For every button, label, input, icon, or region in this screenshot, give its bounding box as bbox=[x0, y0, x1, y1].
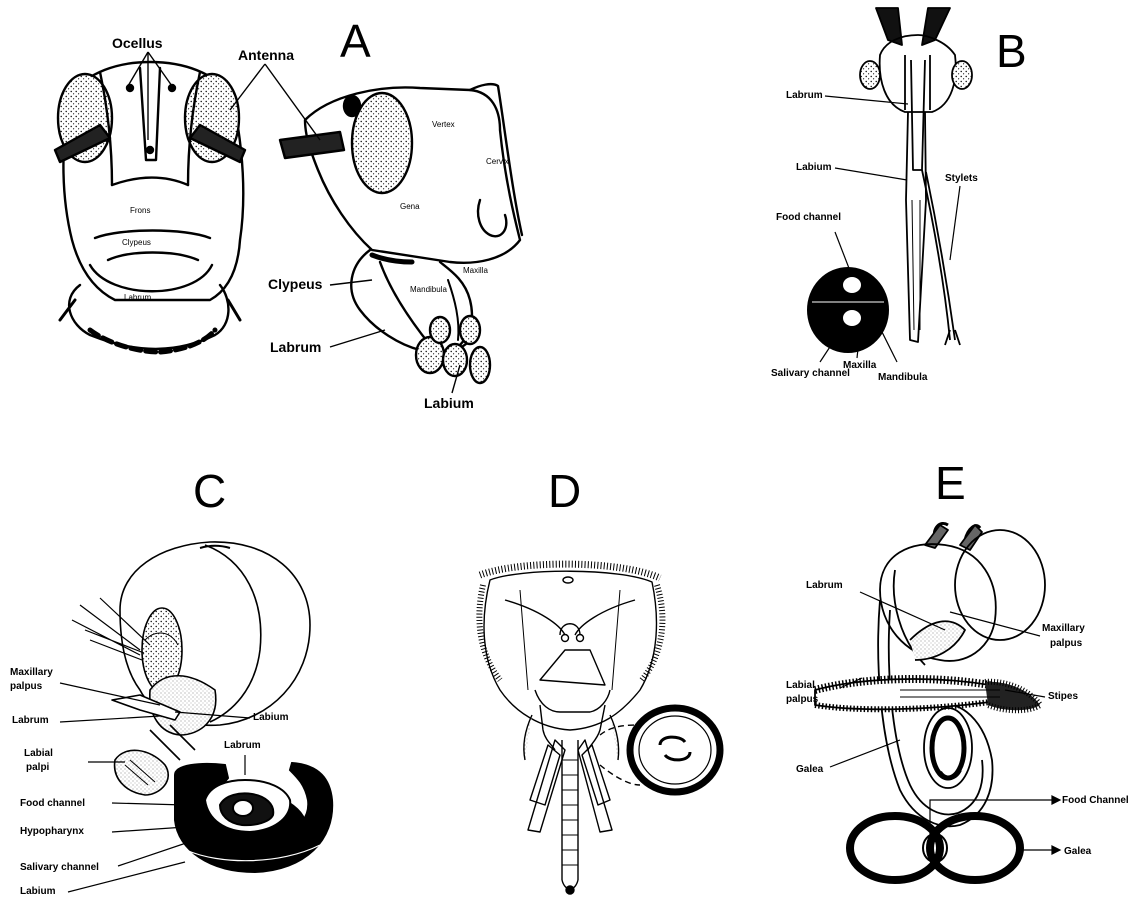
panel-e-galea-section bbox=[850, 816, 1020, 880]
panel-e-butterfly-head bbox=[815, 523, 1045, 826]
label-labrum: Labrum bbox=[270, 340, 321, 355]
label-clypeus-inner: Clypeus bbox=[122, 238, 151, 247]
label-b-labium: Labium bbox=[796, 162, 832, 173]
label-e-labial-palpus: palpus bbox=[786, 694, 818, 705]
label-clypeus: Clypeus bbox=[268, 277, 322, 292]
label-c-maxillary: Maxillary bbox=[10, 667, 53, 678]
label-c-labium-top: Labium bbox=[253, 712, 289, 723]
label-e-labial: Labial bbox=[786, 680, 815, 691]
label-labium: Labium bbox=[424, 396, 474, 411]
label-e-galea: Galea bbox=[796, 764, 823, 775]
label-c-palpi: palpi bbox=[26, 762, 49, 773]
label-frons: Frons bbox=[130, 206, 150, 215]
label-b-mandibula: Mandibula bbox=[878, 372, 927, 383]
label-c-hypopharynx: Hypopharynx bbox=[20, 826, 84, 837]
panel-letter-a: A bbox=[340, 18, 371, 64]
label-ocellus: Ocellus bbox=[112, 36, 163, 51]
label-b-labrum: Labrum bbox=[786, 90, 823, 101]
panel-letter-e: E bbox=[935, 460, 966, 506]
label-e-labrum: Labrum bbox=[806, 580, 843, 591]
label-antenna: Antenna bbox=[238, 48, 294, 63]
panel-letter-b: B bbox=[996, 28, 1027, 74]
label-e-maxillary-palpus: palpus bbox=[1050, 638, 1082, 649]
label-b-stylets: Stylets bbox=[945, 173, 978, 184]
label-labrum-inner: Labrum bbox=[124, 293, 151, 302]
panel-c-proboscis-section bbox=[175, 763, 332, 872]
label-mandibula: Mandibula bbox=[410, 285, 447, 294]
panel-letter-d: D bbox=[548, 468, 581, 514]
label-b-maxilla: Maxilla bbox=[843, 360, 876, 371]
label-maxilla: Maxilla bbox=[463, 266, 488, 275]
panel-c-mosquito-head bbox=[72, 542, 310, 795]
label-e-stipes: Stipes bbox=[1048, 691, 1078, 702]
panel-letter-c: C bbox=[193, 468, 226, 514]
label-c-palpus: palpus bbox=[10, 681, 42, 692]
label-c-food-channel: Food channel bbox=[20, 798, 85, 809]
label-e-food-channel: Food Channel bbox=[1062, 795, 1129, 806]
label-cervix: Cervix bbox=[486, 157, 509, 166]
label-c-labial: Labial bbox=[24, 748, 53, 759]
label-c-salivary-channel: Salivary channel bbox=[20, 862, 99, 873]
label-e-maxillary: Maxillary bbox=[1042, 623, 1085, 634]
panel-b-stylet-section bbox=[808, 268, 888, 352]
label-e-galea-section: Galea bbox=[1064, 846, 1091, 857]
label-c-labium: Labium bbox=[20, 886, 56, 897]
label-c-labrum: Labrum bbox=[12, 715, 49, 726]
label-b-salivary-channel: Salivary channel bbox=[771, 368, 850, 379]
label-b-food-channel: Food channel bbox=[776, 212, 841, 223]
label-c-labrum-section: Labrum bbox=[224, 740, 261, 751]
label-vertex: Vertex bbox=[432, 120, 455, 129]
label-gena: Gena bbox=[400, 202, 420, 211]
